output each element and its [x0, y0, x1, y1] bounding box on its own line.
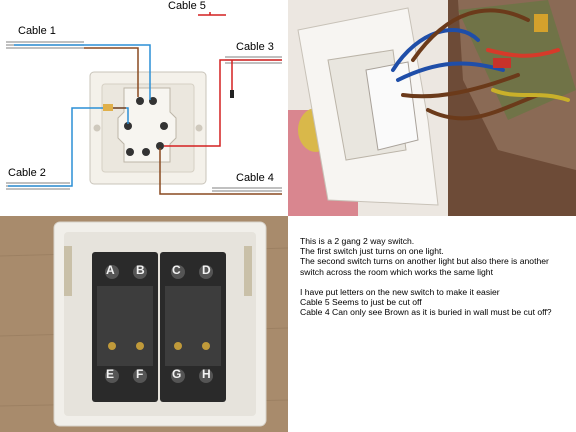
cable-3-label: Cable 3 [236, 41, 274, 53]
terminal-letter-e: E [106, 367, 114, 381]
description-text: This is a 2 gang 2 way switch. The first… [300, 236, 572, 317]
description-line-1: This is a 2 gang 2 way switch. [300, 236, 415, 246]
old-switch-photo-drawing [288, 0, 576, 216]
cable-5-label: Cable 5 [168, 0, 206, 12]
description-line-2: The first switch just turns on one light… [300, 246, 444, 257]
terminal-letter-d: D [202, 263, 211, 277]
terminal-letter-b: B [136, 263, 145, 277]
description-line-4: I have put letters on the new switch to … [300, 286, 500, 297]
terminal-letter-g: G [172, 367, 181, 381]
wiring-diagram-drawing [6, 12, 282, 195]
description-line-5: Cable 5 Seems to just be cut off [300, 297, 422, 308]
cable-4-label: Cable 4 [236, 172, 274, 184]
old-switch-photo [288, 0, 576, 216]
terminal-letter-f: F [136, 367, 143, 381]
cable-2-label: Cable 2 [8, 167, 46, 179]
terminal-letter-h: H [202, 367, 211, 381]
new-switch-photo-drawing: A B C D E F G H [0, 216, 288, 432]
new-switch-photo: A B C D E F G H [0, 216, 288, 432]
wiring-diagram: Cable 1 Cable 2 Cable 3 Cable 4 Cable 5 [0, 0, 288, 216]
cable-1-label: Cable 1 [18, 25, 56, 37]
terminal-letter-a: A [106, 263, 115, 277]
description-line-6: Cable 4 Can only see Brown as it is buri… [300, 307, 552, 318]
description-line-3: The second switch turns on another light… [300, 256, 549, 277]
description-panel: This is a 2 gang 2 way switch. The first… [288, 216, 576, 432]
terminal-letter-c: C [172, 263, 181, 277]
